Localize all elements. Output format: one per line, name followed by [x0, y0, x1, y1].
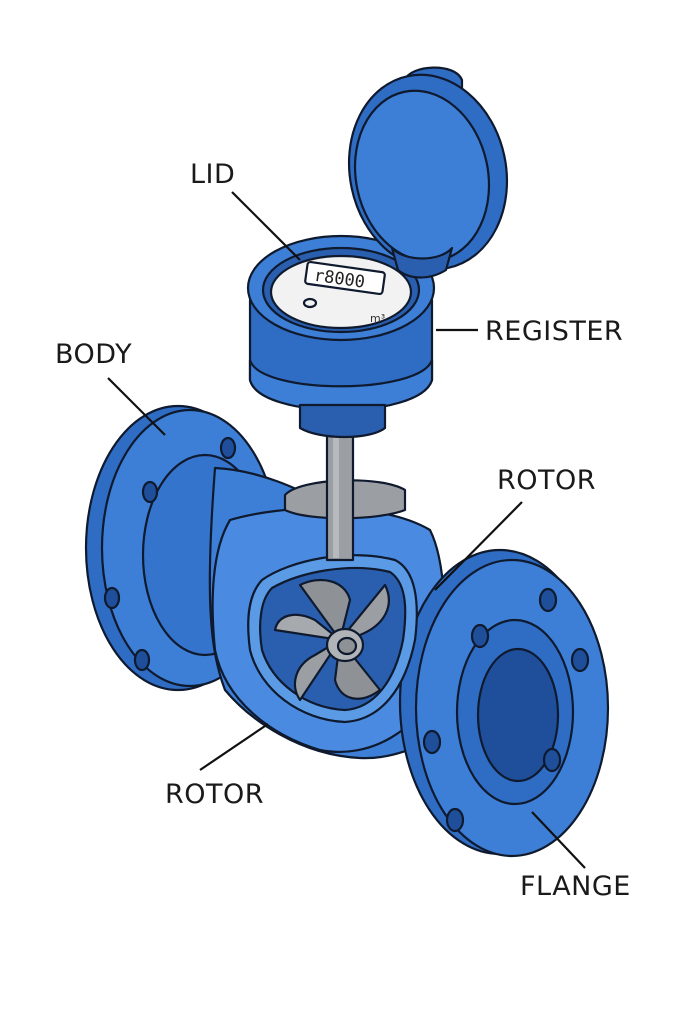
- label-body: BODY: [55, 339, 132, 370]
- body-leader: [107, 377, 166, 436]
- drive-shaft: [283, 428, 407, 562]
- label-rotor-bottom: ROTOR: [165, 779, 264, 810]
- bolt-hole: [133, 648, 151, 672]
- bolt-hole: [542, 747, 562, 773]
- unit-label: m³: [370, 312, 385, 325]
- right-flange: [398, 548, 610, 858]
- lid-leader: [231, 191, 301, 261]
- rotor-top-leader: [434, 501, 523, 591]
- label-lid: LID: [190, 159, 235, 190]
- bolt-hole: [445, 807, 465, 833]
- bolt-hole: [538, 587, 558, 613]
- label-rotor-top: ROTOR: [497, 465, 596, 496]
- label-flange: FLANGE: [520, 871, 631, 902]
- label-register: REGISTER: [485, 316, 623, 347]
- bolt-hole: [422, 729, 442, 755]
- counter-window: [304, 260, 386, 296]
- bolt-hole: [141, 480, 159, 504]
- bolt-hole: [219, 436, 237, 460]
- flange-leader: [531, 811, 586, 869]
- rotor-bottom-leader: [199, 723, 269, 771]
- bolt-hole: [103, 586, 121, 610]
- bolt-hole: [570, 647, 590, 673]
- indicator-dot: [302, 297, 318, 309]
- bolt-hole: [470, 623, 490, 649]
- register-head: r8000 m³: [246, 234, 436, 439]
- rotor-impeller: [273, 578, 390, 702]
- register-lid: [347, 66, 509, 279]
